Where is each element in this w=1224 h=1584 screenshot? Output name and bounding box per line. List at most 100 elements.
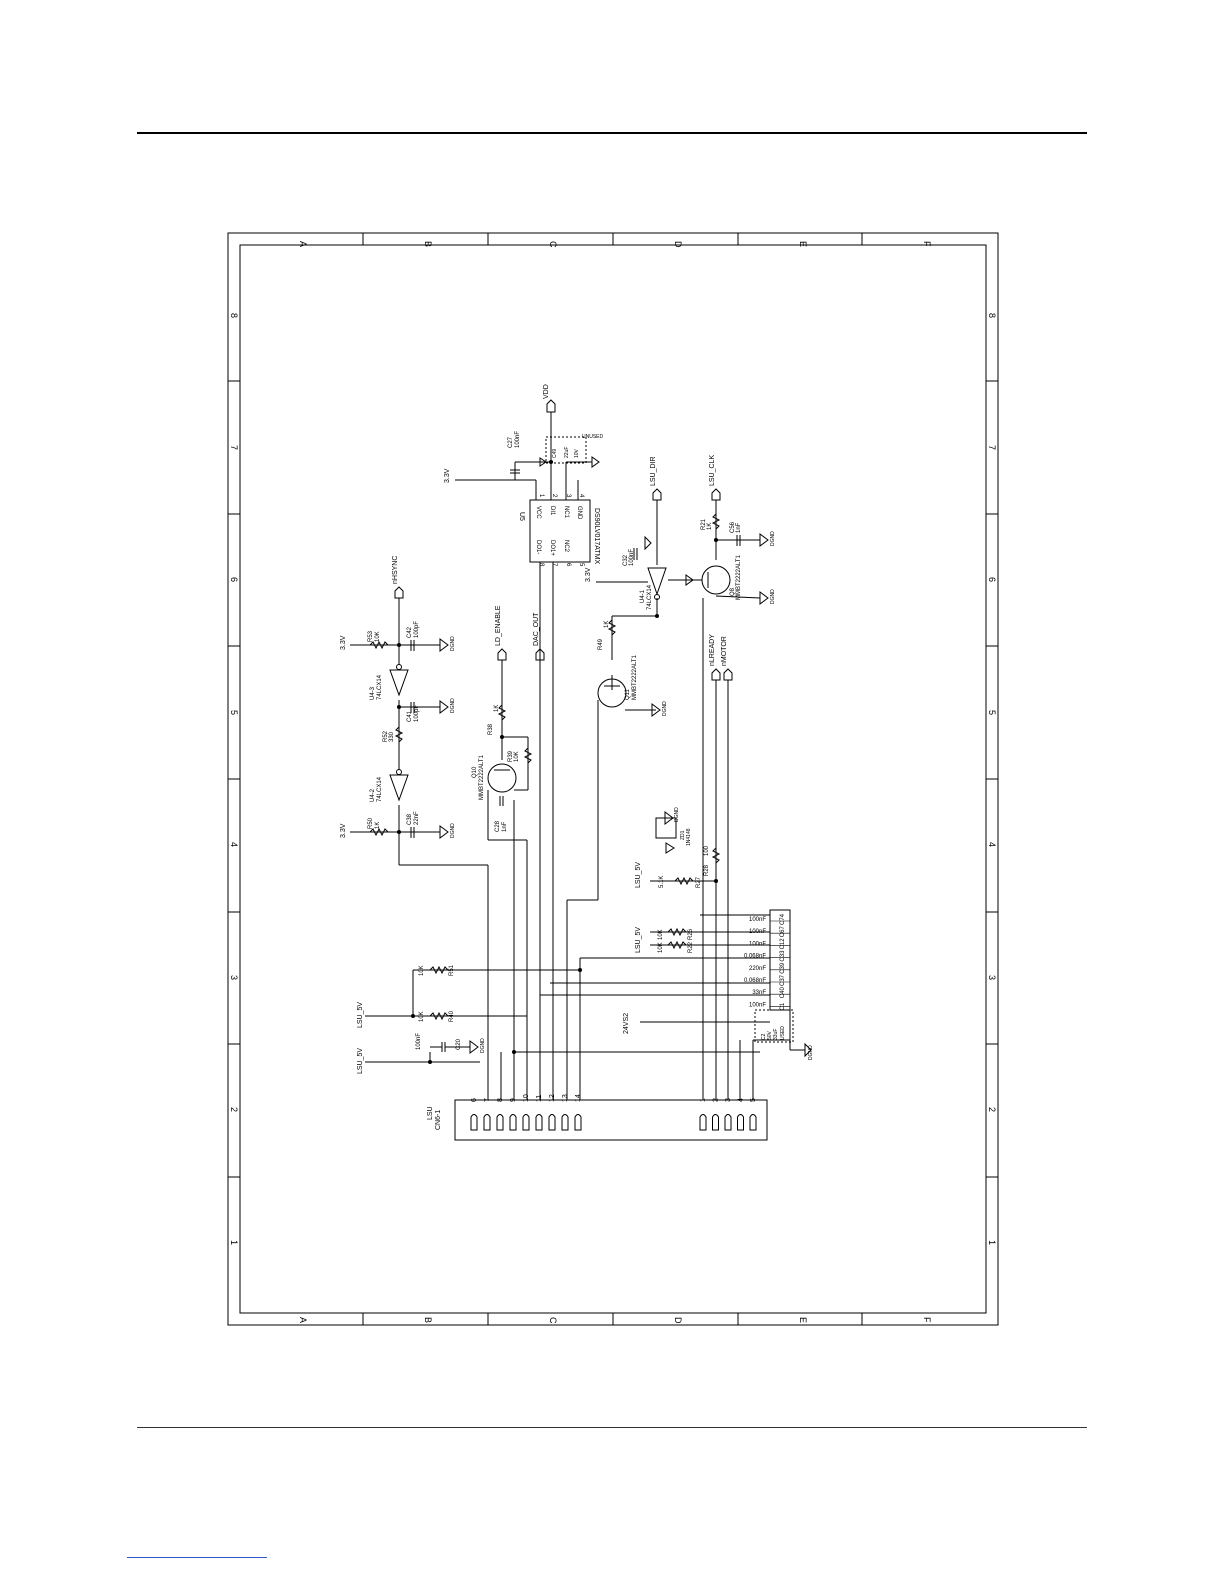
row-label-left: 7 bbox=[229, 445, 239, 450]
r38-resistor: R38 1K bbox=[488, 704, 507, 735]
connector-pin-number: 9 bbox=[510, 1098, 517, 1102]
r26-ref: R26 bbox=[688, 928, 694, 940]
connector-pin bbox=[470, 1114, 478, 1131]
u4-2-inverter: U4-2 74LCX14 bbox=[370, 769, 409, 802]
c42-capacitor: C42 100pF bbox=[407, 621, 420, 651]
ready-label: nLREADY bbox=[709, 634, 716, 666]
row-label-right: 7 bbox=[987, 445, 997, 450]
col-label-bottom: B bbox=[423, 1317, 433, 1323]
u4-1-buffer: U4-1 74LCX14 bbox=[640, 567, 667, 610]
cap-stack-ref: C12 bbox=[780, 938, 786, 950]
cap-stack-ref: C1 bbox=[780, 1002, 786, 1010]
dgnd-symbol: DGND bbox=[651, 701, 668, 717]
connector-pin-number: 6 bbox=[471, 1098, 478, 1102]
c2-tag: USED bbox=[780, 1026, 786, 1040]
q8-transistor: Q8 MMBT2222ALT1 bbox=[701, 554, 742, 600]
r39-value: 10K bbox=[514, 751, 520, 762]
connector-pin bbox=[749, 1114, 757, 1131]
row-label-right: 3 bbox=[987, 975, 997, 980]
col-label-bottom: F bbox=[922, 1317, 932, 1323]
c2-voltage: 50V bbox=[767, 1030, 773, 1040]
connector-pin-number: 1 bbox=[700, 1098, 707, 1102]
r52-value: 330 bbox=[389, 731, 395, 742]
frame-inner bbox=[239, 244, 987, 1314]
cap-stack-value: 100nF bbox=[749, 917, 766, 923]
connector-pin-number: 10 bbox=[523, 1094, 530, 1102]
row-label-left: 4 bbox=[229, 842, 239, 847]
dgnd-symbol: DGND bbox=[469, 1038, 486, 1054]
cap-stack-value: 100nF bbox=[749, 1002, 766, 1008]
ground-icon bbox=[644, 535, 652, 551]
u5-pin-nc2: NC2 bbox=[563, 540, 569, 553]
r27-resistor: 5.1K R27 bbox=[659, 876, 702, 888]
connector-pin-number: 11 bbox=[536, 1095, 543, 1102]
c49-value: 22uF bbox=[564, 447, 570, 458]
r28-ref: R28 bbox=[704, 864, 710, 876]
cap-stack-ref: C40 bbox=[780, 987, 786, 999]
q8-ref: Q8 bbox=[730, 587, 736, 596]
hsync-label: nHSYNC bbox=[392, 556, 399, 584]
ld-enable-port: LD_ENABLE bbox=[495, 605, 507, 661]
cap-stack-value: 0.068nF bbox=[744, 978, 766, 984]
dgnd-label: DGND bbox=[450, 636, 456, 651]
ld-enable-label: LD_ENABLE bbox=[495, 605, 502, 646]
q10-part: MMBT2222ALT1 bbox=[479, 754, 485, 800]
connector-ref: LSU bbox=[427, 1106, 434, 1120]
row-label-left: 2 bbox=[229, 1107, 239, 1112]
c41-value: 100pF bbox=[414, 705, 420, 722]
cap-stack-value: 220nF bbox=[749, 966, 766, 972]
u5-pin-num: 1 bbox=[538, 494, 544, 498]
cap-stack-ref: C74 bbox=[780, 913, 786, 925]
u4-3-inverter: U4-3 74LCX14 bbox=[370, 664, 409, 700]
connector-pin-number: 12 bbox=[549, 1094, 556, 1102]
u5-pin-num: 3 bbox=[565, 494, 571, 498]
dgnd-label: DGND bbox=[480, 1038, 486, 1053]
col-label-top: E bbox=[798, 241, 808, 247]
r28-resistor: R28 100 bbox=[704, 845, 721, 876]
motor-port: nMOTOR bbox=[721, 636, 733, 681]
c56-ref: C56 bbox=[730, 521, 736, 533]
dgnd-symbol: DGND bbox=[759, 531, 776, 547]
r49-ref: R49 bbox=[598, 638, 604, 650]
c32-capacitor: C32 100nF bbox=[623, 548, 638, 566]
ready-port: nLREADY bbox=[709, 634, 721, 681]
r50-value: 1K bbox=[375, 822, 381, 829]
u5-pin-num: 5 bbox=[578, 563, 584, 567]
dgnd-label: DGND bbox=[808, 1045, 814, 1060]
u5-ref: U5 bbox=[518, 512, 525, 521]
c56-capacitor: C56 1nF bbox=[730, 521, 742, 546]
u4-3-part: 74LCX14 bbox=[377, 674, 383, 700]
u4-2-ref: U4-2 bbox=[370, 788, 376, 802]
lsu-clk-port: LSU_CLK bbox=[709, 455, 721, 501]
motor-label: nMOTOR bbox=[721, 636, 728, 666]
dgnd-symbol: DGND bbox=[759, 589, 776, 605]
r40-value: 10K bbox=[419, 1011, 425, 1022]
r40-ref: R40 bbox=[449, 1010, 455, 1022]
c2-capacitor: C2 50V 33uF USED bbox=[754, 1009, 794, 1043]
d1-value: 1N4148 bbox=[686, 828, 692, 846]
r51-value: 10K bbox=[419, 965, 425, 976]
lsu-dir-label: LSU_DIR bbox=[650, 456, 657, 486]
col-label-top: C bbox=[548, 241, 558, 248]
q11-part: MMBT2222ALT1 bbox=[632, 654, 638, 700]
r39-ref: R39 bbox=[508, 750, 514, 762]
row-label-left: 8 bbox=[229, 313, 239, 318]
connector-pin bbox=[561, 1114, 569, 1131]
hsync-port: nHSYNC bbox=[392, 556, 404, 599]
dgnd-symbol: DGND bbox=[804, 1042, 814, 1060]
lsu5v-label: LSU_5V bbox=[635, 862, 642, 888]
col-label-bottom: D bbox=[673, 1317, 683, 1324]
r38-ref: R38 bbox=[488, 723, 494, 735]
footer-link-underline bbox=[127, 1557, 267, 1558]
dgnd-symbol: DGND bbox=[439, 698, 456, 714]
ground-icon bbox=[539, 457, 547, 467]
d1-ref: ZD1 bbox=[680, 830, 686, 840]
footer-rule bbox=[137, 1427, 1087, 1428]
r50-resistor: R50 1K bbox=[368, 817, 389, 837]
v33-label: 3.3V bbox=[340, 635, 347, 650]
connector-pin bbox=[522, 1114, 530, 1131]
lsu5v-label: LSU_5V bbox=[635, 927, 642, 953]
r39-resistor: R39 10K bbox=[508, 747, 533, 764]
row-label-left: 6 bbox=[229, 577, 239, 582]
